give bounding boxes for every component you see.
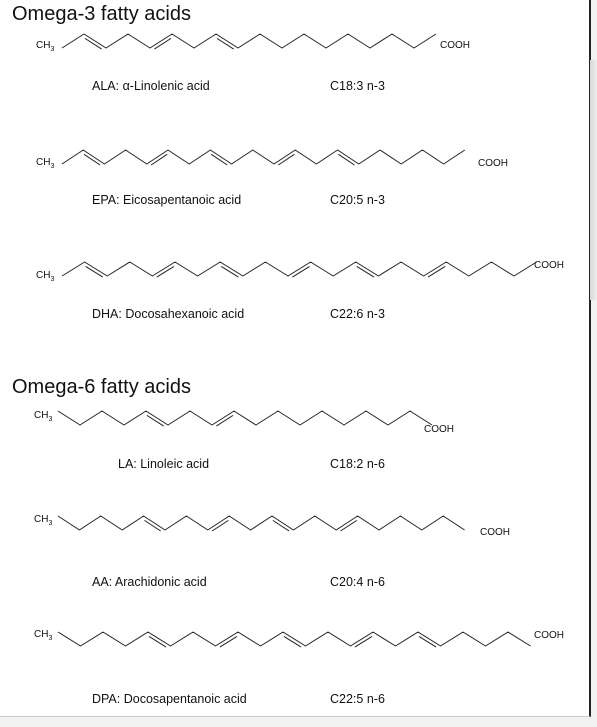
la-name: LA: Linoleic acid	[118, 457, 209, 471]
double-bond-line	[354, 635, 373, 648]
double-bond-line	[146, 414, 164, 427]
carbon-chain-line	[61, 261, 537, 277]
aa-formula: C20:4 n-6	[330, 575, 385, 589]
methyl-label: CH3	[34, 514, 52, 527]
double-bond-line	[144, 519, 161, 532]
structure-diagram: Omega-3 fatty acids Omega-6 fatty acids …	[12, 3, 564, 706]
carbon-chain-line	[61, 149, 466, 165]
la-formula: C18:2 n-6	[330, 457, 385, 471]
double-bond-line	[85, 265, 104, 278]
dpa-name: DPA: Docosapentanoic acid	[92, 692, 247, 706]
double-bond-line	[283, 635, 302, 648]
carboxyl-label: COOH	[424, 424, 454, 435]
omega3-title: Omega-3 fatty acids	[12, 3, 191, 25]
double-bond-line	[427, 265, 446, 278]
double-bond-line	[210, 153, 228, 166]
dha-formula: C22:6 n-3	[330, 307, 385, 321]
dpa-chain	[57, 631, 531, 648]
epa-name: EPA: Eicosapentanoic acid	[92, 193, 241, 207]
ala-name: ALA: α-Linolenic acid	[92, 79, 210, 93]
methyl-label: CH3	[34, 410, 52, 423]
double-bond-line	[216, 37, 234, 50]
aa-name: AA: Arachidonic acid	[92, 575, 207, 589]
dha-structure: CH3 COOH	[36, 260, 564, 283]
double-bond-line	[338, 153, 355, 166]
carboxyl-label: COOH	[440, 40, 470, 51]
double-bond-line	[418, 635, 437, 648]
epa-formula: C20:5 n-3	[330, 193, 385, 207]
methyl-label: CH3	[36, 40, 54, 53]
double-bond-line	[216, 414, 234, 427]
epa-structure: CH3 COOH	[36, 149, 508, 170]
methyl-label: CH3	[36, 157, 54, 170]
double-bond-line	[292, 265, 310, 278]
double-bond-line	[156, 265, 175, 278]
double-bond-line	[278, 153, 295, 166]
omega6-title: Omega-6 fatty acids	[12, 376, 191, 398]
la-chain	[57, 410, 433, 427]
dpa-formula: C22:5 n-6	[330, 692, 385, 706]
double-bond-line	[148, 635, 167, 648]
double-bond-line	[84, 37, 102, 50]
carboxyl-label: COOH	[534, 260, 564, 271]
double-bond-line	[340, 519, 358, 532]
aa-structure: CH3 COOH	[34, 514, 510, 538]
carbon-chain-line	[57, 410, 433, 426]
carboxyl-label: COOH	[534, 630, 564, 641]
methyl-label: CH3	[36, 270, 54, 283]
dha-chain	[61, 261, 537, 278]
double-bond-line	[211, 519, 229, 532]
methyl-label: CH3	[34, 629, 52, 642]
fatty-acid-figure: Omega-3 fatty acids Omega-6 fatty acids …	[0, 0, 591, 717]
double-bond-line	[83, 153, 101, 166]
double-bond-line	[154, 37, 172, 50]
double-bond-line	[272, 519, 290, 532]
la-structure: CH3 COOH	[34, 410, 454, 435]
carbon-chain-line	[57, 631, 531, 647]
carboxyl-label: COOH	[480, 527, 510, 538]
dpa-structure: CH3 COOH	[34, 629, 564, 648]
ala-chain	[61, 33, 437, 50]
dha-name: DHA: Docosahexanoic acid	[92, 307, 244, 321]
epa-chain	[61, 149, 466, 166]
ala-structure: CH3 COOH	[36, 33, 470, 53]
carbon-chain-line	[57, 515, 465, 531]
page-edge-shadow	[590, 60, 597, 300]
double-bond-line	[219, 635, 238, 648]
double-bond-line	[150, 153, 168, 166]
double-bond-line	[220, 265, 239, 278]
carbon-chain-line	[61, 33, 437, 49]
double-bond-line	[356, 265, 375, 278]
aa-chain	[57, 515, 465, 532]
ala-formula: C18:3 n-3	[330, 79, 385, 93]
carboxyl-label: COOH	[478, 158, 508, 169]
